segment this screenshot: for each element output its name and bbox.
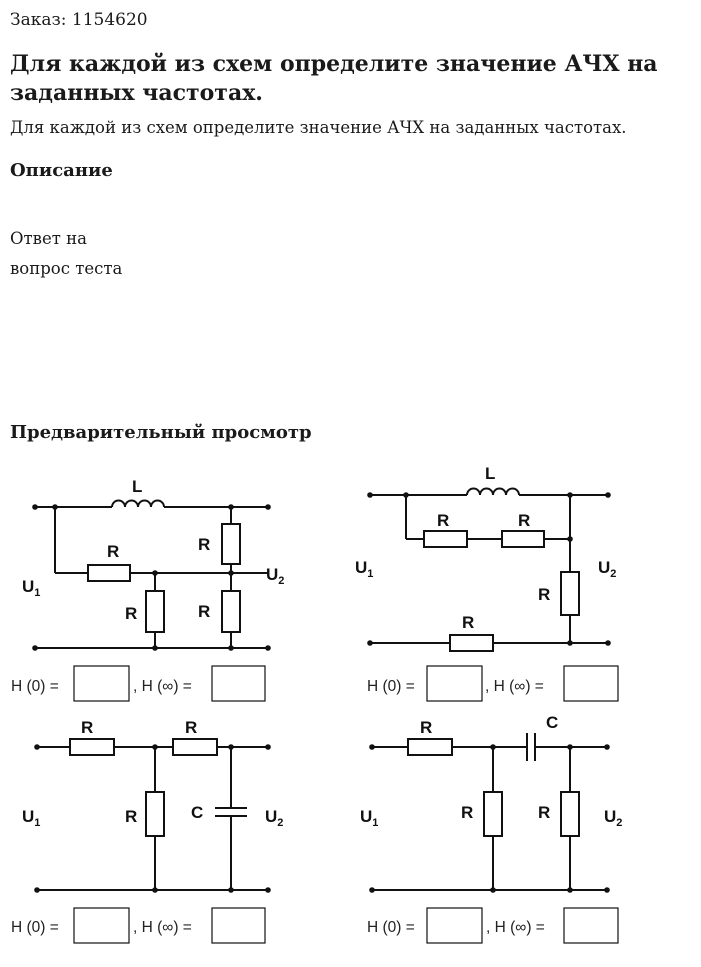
svg-text:L: L (132, 477, 142, 496)
svg-text:H (0) =: H (0) = (367, 678, 415, 695)
svg-text:C: C (546, 713, 558, 732)
preview-heading: Предварительный просмотр (10, 422, 312, 443)
svg-text:R: R (437, 511, 449, 530)
svg-text:H (0) =: H (0) = (11, 919, 59, 936)
svg-text:U2: U2 (266, 565, 284, 587)
hinf-input-box[interactable] (563, 907, 619, 944)
svg-text:R: R (107, 542, 119, 561)
hinf-input-box[interactable] (563, 665, 619, 702)
preview-image: L R R R R U1 U2 H (0) = , H (∞) = (11, 464, 622, 944)
circuit-1: L R R R R U1 U2 H (0) = , H (∞) = (11, 477, 284, 702)
svg-text:U1: U1 (360, 807, 378, 829)
svg-text:C: C (191, 803, 203, 822)
svg-text:, H (∞) =: , H (∞) = (133, 919, 192, 936)
svg-text:R: R (81, 718, 93, 737)
answer-line-2: вопрос теста (10, 259, 123, 278)
resistor (423, 530, 468, 548)
circuit-2: L R R R R U1 U2 H (0) = , H (∞) = (355, 464, 619, 702)
resistor (449, 634, 494, 652)
resistor (560, 791, 580, 837)
answer-text: Ответ на вопрос теста (10, 224, 122, 284)
svg-text:U1: U1 (355, 558, 373, 580)
svg-text:R: R (198, 602, 210, 621)
svg-text:U1: U1 (22, 577, 40, 599)
description-heading: Описание (10, 160, 113, 181)
svg-text:R: R (518, 511, 530, 530)
svg-text:, H (∞) =: , H (∞) = (485, 678, 544, 695)
h0-input-box[interactable] (73, 907, 130, 944)
resistor (483, 791, 503, 837)
order-number: Заказ: 1154620 (10, 10, 148, 30)
svg-text:R: R (185, 718, 197, 737)
svg-text:L: L (485, 464, 495, 483)
resistor (145, 590, 165, 633)
hinf-input-box[interactable] (211, 907, 266, 944)
svg-text:U2: U2 (604, 807, 622, 829)
answer-line-1: Ответ на (10, 229, 87, 248)
svg-text:U2: U2 (265, 807, 283, 829)
svg-text:U1: U1 (22, 807, 40, 829)
svg-text:U2: U2 (598, 558, 616, 580)
svg-text:R: R (125, 807, 137, 826)
resistor (501, 530, 545, 548)
svg-text:H (0) =: H (0) = (367, 919, 415, 936)
h0-input-box[interactable] (426, 665, 483, 702)
svg-text:R: R (538, 803, 550, 822)
circuit-3: R R R C U1 U2 H (0) = , H (∞) = (11, 718, 283, 944)
task-text: Для каждой из схем определите значение А… (10, 118, 627, 137)
svg-text:R: R (125, 604, 137, 623)
resistor (221, 523, 241, 565)
svg-text:R: R (198, 535, 210, 554)
resistor (172, 738, 218, 756)
svg-text:H (0) =: H (0) = (11, 678, 59, 695)
page-title: Для каждой из схем определите значение А… (10, 51, 658, 106)
resistor (407, 738, 453, 756)
inductor-l (111, 499, 165, 508)
inductor-l (466, 487, 520, 496)
resistor (145, 791, 165, 837)
svg-text:R: R (538, 585, 550, 604)
h0-input-box[interactable] (426, 907, 483, 944)
hinf-input-box[interactable] (211, 665, 266, 702)
circuit-4: R C R R U1 U2 H (0) = , H (∞) = (360, 713, 622, 944)
svg-text:R: R (462, 613, 474, 632)
svg-text:, H (∞) =: , H (∞) = (486, 919, 545, 936)
resistor (69, 738, 115, 756)
h0-input-box[interactable] (73, 665, 130, 702)
svg-text:, H (∞) =: , H (∞) = (133, 678, 192, 695)
svg-text:R: R (420, 718, 432, 737)
svg-text:R: R (461, 803, 473, 822)
resistor (560, 571, 580, 616)
resistor (221, 590, 241, 633)
resistor (87, 564, 131, 582)
